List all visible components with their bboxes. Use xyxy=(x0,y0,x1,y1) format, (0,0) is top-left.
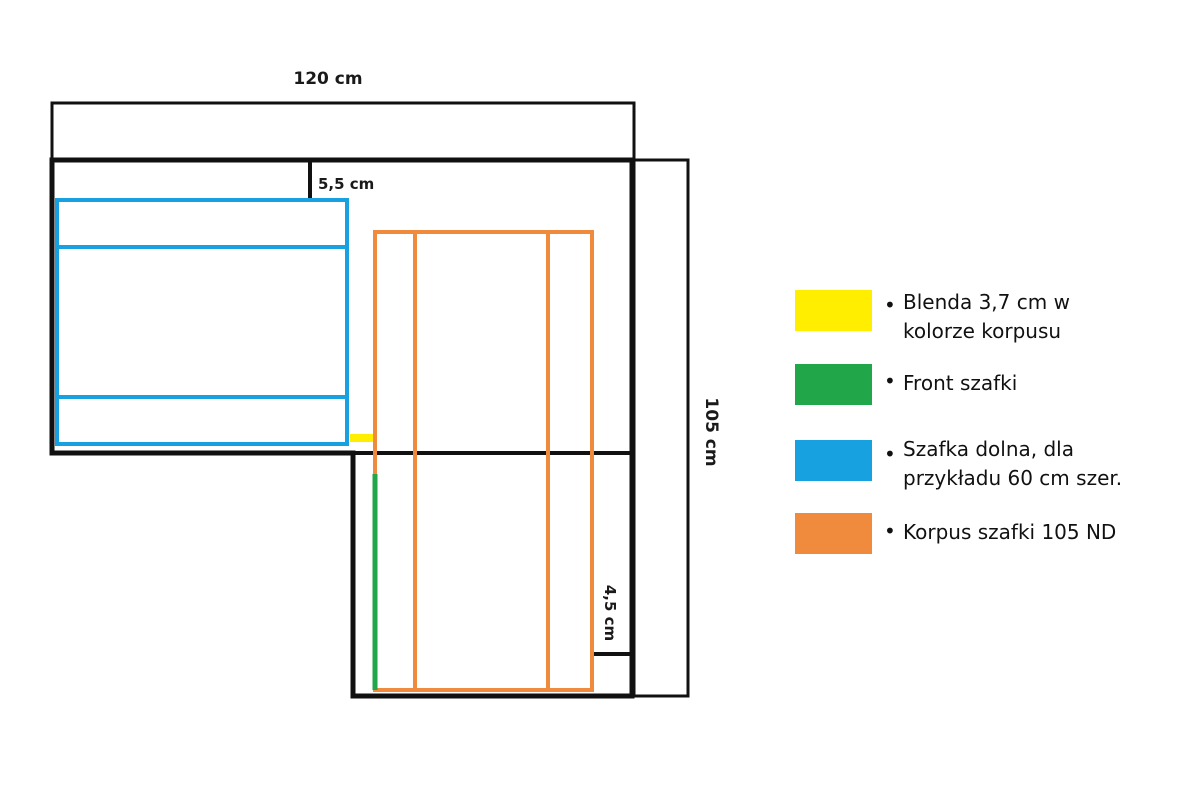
bullet-icon: • xyxy=(884,293,896,317)
filler-strip-yellow xyxy=(350,434,374,442)
legend-label-lower-cabinet: Szafka dolna, dla przykładu 60 cm szer. xyxy=(903,437,1123,490)
top-gap-label: 5,5 cm xyxy=(318,175,374,193)
legend-item-filler: • Blenda 3,7 cm w kolorze korpusu xyxy=(795,290,1195,350)
bullet-icon: • xyxy=(884,519,896,543)
legend-label-front: Front szafki xyxy=(903,371,1018,395)
width-dimension-frame xyxy=(50,101,636,162)
countertop-outline xyxy=(49,157,635,699)
legend-label-filler: Blenda 3,7 cm w kolorze korpusu xyxy=(903,290,1070,343)
depth-dimension-frame xyxy=(632,158,690,698)
legend-swatch-green xyxy=(795,364,872,405)
bullet-icon: • xyxy=(884,442,896,466)
legend-swatch-blue xyxy=(795,440,872,481)
bullet-icon: • xyxy=(884,369,896,393)
bottom-gap-label: 4,5 cm xyxy=(601,585,619,641)
legend-swatch-yellow xyxy=(795,290,872,331)
legend-label-corner-cabinet: Korpus szafki 105 ND xyxy=(903,520,1117,544)
lower-cabinet-blue xyxy=(55,198,349,446)
legend-item-corner-cabinet: • Korpus szafki 105 ND xyxy=(795,513,1195,573)
legend-swatch-orange xyxy=(795,513,872,554)
legend-item-lower-cabinet: • Szafka dolna, dla przykładu 60 cm szer… xyxy=(795,437,1195,500)
width-dimension-label: 120 cm xyxy=(293,69,362,89)
legend-item-front: • Front szafki xyxy=(795,364,1195,424)
depth-dimension-label: 105 cm xyxy=(701,397,721,466)
corner-cabinet-orange xyxy=(373,230,594,692)
